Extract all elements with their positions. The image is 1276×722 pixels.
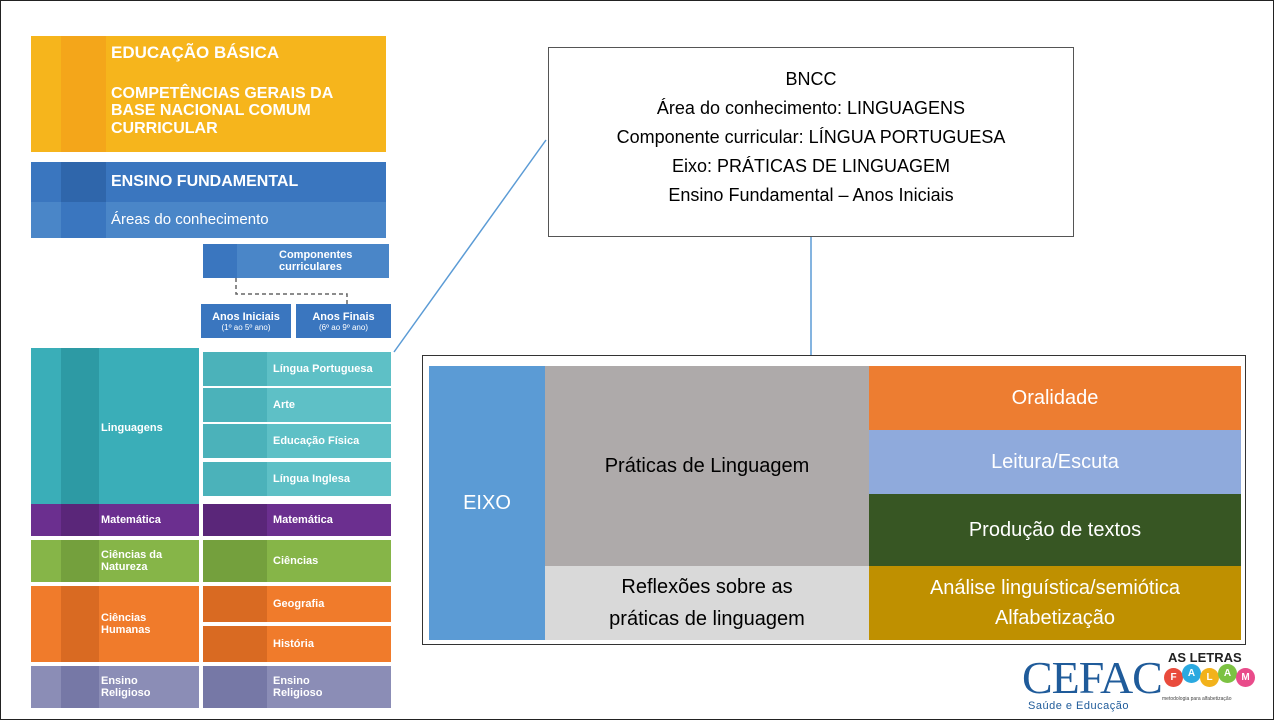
educacao-basica-label: EDUCAÇÃO BÁSICA: [111, 42, 280, 62]
letras-bubble-3: L: [1200, 668, 1219, 687]
letras-bubble-1: F: [1164, 668, 1183, 687]
area-ensino-religioso: Ensino Religioso: [31, 666, 199, 708]
cefac-logo-sub: Saúde e Educação: [1028, 700, 1129, 712]
area-linguagens-label: Linguagens: [101, 421, 163, 434]
cell-eixo: EIXO: [429, 366, 545, 640]
bncc-line-3: Componente curricular: LÍNGUA PORTUGUESA: [616, 127, 1006, 147]
bncc-line-5: Ensino Fundamental – Anos Iniciais: [668, 185, 954, 205]
area-linguagens: Linguagens: [31, 348, 199, 508]
area-matematica: Matemática: [31, 504, 199, 536]
comp-arte-label: Arte: [273, 399, 296, 411]
comp-geografia-label: Geografia: [273, 598, 325, 610]
anos-iniciais-box: Anos Iniciais (1º ao 5º ano): [201, 304, 291, 338]
comp-geografia: Geografia: [203, 586, 391, 622]
anos-finais-sub: (6º ao 9º ano): [319, 322, 368, 332]
cefac-logo-name: CEFAC: [1022, 652, 1163, 703]
comp-lingua-inglesa: Língua Inglesa: [203, 462, 391, 496]
area-ciencias-humanas-label: Ciências Humanas: [101, 611, 151, 636]
letras-logo-tag: metodologia para alfabetização: [1162, 696, 1232, 702]
comp-ciencias: Ciências: [203, 540, 391, 582]
bncc-line-4: Eixo: PRÁTICAS DE LINGUAGEM: [671, 156, 951, 176]
eixo-table: EIXO Práticas de Linguagem Reflexões sob…: [422, 355, 1246, 645]
area-ciencias-natureza: Ciências da Natureza: [31, 540, 199, 582]
anos-finais-label: Anos Finais: [312, 310, 375, 323]
bncc-line-2: Área do conhecimento: LINGUAGENS: [656, 98, 966, 118]
comp-arte: Arte: [203, 388, 391, 422]
comp-lingua-portuguesa-label: Língua Portuguesa: [273, 363, 373, 375]
bncc-info-box: BNCC Área do conhecimento: LINGUAGENS Co…: [548, 47, 1074, 237]
comp-lingua-inglesa-label: Língua Inglesa: [273, 473, 351, 485]
componentes-bar: Componentes curriculares: [203, 244, 389, 278]
anos-iniciais-label: Anos Iniciais: [212, 310, 280, 323]
comp-matematica-label: Matemática: [273, 514, 333, 526]
bncc-line-1: BNCC: [785, 69, 837, 89]
area-ensino-religioso-label: Ensino Religioso: [101, 674, 151, 699]
letras-bubble-2: A: [1182, 664, 1201, 683]
anos-iniciais-sub: (1º ao 5º ano): [221, 322, 271, 332]
cell-producao: Produção de textos: [869, 494, 1241, 566]
educacao-basica-bar: EDUCAÇÃO BÁSICA: [31, 36, 386, 70]
cell-oralidade: Oralidade: [869, 366, 1241, 430]
comp-ensino-religioso-label: Ensino Religioso: [273, 675, 323, 699]
ensino-fundamental-label: ENSINO FUNDAMENTAL: [111, 173, 299, 191]
letras-bubble-4: A: [1218, 664, 1237, 683]
comp-lingua-portuguesa: Língua Portuguesa: [203, 352, 391, 386]
comp-matematica: Matemática: [203, 504, 391, 536]
cell-analise-line-2: Alfabetização: [994, 607, 1116, 629]
bncc-structure-infographic: EDUCAÇÃO BÁSICA COMPETÊNCIAS GERAIS DA B…: [31, 36, 396, 711]
comp-educacao-fisica-label: Educação Física: [273, 435, 360, 447]
competencias-bar: COMPETÊNCIAS GERAIS DA BASE NACIONAL COM…: [31, 70, 386, 152]
anos-finais-box: Anos Finais (6º ao 9º ano): [296, 304, 391, 338]
as-letras-falam-logo: AS LETRAS F A L A M metodologia para alf…: [1160, 650, 1260, 712]
letras-bubble-5: M: [1236, 668, 1255, 687]
comp-historia: História: [203, 626, 391, 662]
letras-logo-top: AS LETRAS: [1168, 650, 1242, 665]
area-matematica-label: Matemática: [101, 513, 161, 526]
cell-leitura: Leitura/Escuta: [869, 430, 1241, 494]
cell-analise: Análise linguística/semiótica Alfabetiza…: [869, 566, 1241, 640]
cell-reflexoes: Reflexões sobre as práticas de linguagem: [545, 566, 869, 640]
cell-analise-line-1: Análise linguística/semiótica: [929, 577, 1181, 599]
area-ciencias-natureza-label: Ciências da Natureza: [101, 548, 163, 573]
comp-historia-label: História: [273, 638, 314, 650]
cell-praticas: Práticas de Linguagem: [545, 366, 869, 566]
areas-label: Áreas do conhecimento: [111, 210, 269, 228]
comp-ciencias-label: Ciências: [273, 555, 319, 567]
area-ciencias-humanas: Ciências Humanas: [31, 586, 199, 662]
dashed-connector: [235, 278, 348, 308]
cefac-logo: CEFAC Saúde e Educação: [1022, 655, 1163, 713]
ensino-fundamental-bar: ENSINO FUNDAMENTAL: [31, 162, 386, 202]
comp-educacao-fisica: Educação Física: [203, 424, 391, 458]
areas-bar: Áreas do conhecimento: [31, 202, 386, 238]
comp-ensino-religioso: Ensino Religioso: [203, 666, 391, 708]
competencias-label: COMPETÊNCIAS GERAIS DA BASE NACIONAL COM…: [111, 84, 333, 137]
componentes-label: Componentes curriculares: [279, 248, 353, 273]
